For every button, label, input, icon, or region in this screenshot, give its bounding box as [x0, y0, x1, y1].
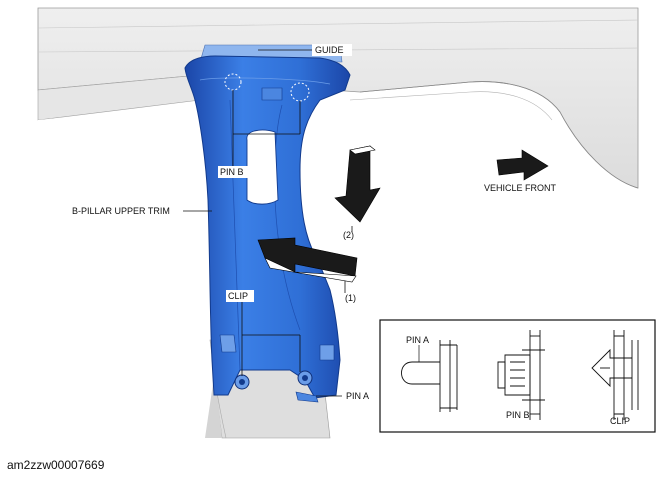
- detail-label-pin-b: PIN B: [506, 410, 530, 420]
- label-b-pillar-upper-trim: B-PILLAR UPPER TRIM: [72, 206, 170, 216]
- label-vehicle-front: VEHICLE FRONT: [484, 183, 557, 193]
- label-pin-b: PIN B: [218, 166, 252, 178]
- detail-inset: PIN A PIN B CLIP: [379, 319, 656, 433]
- b-pillar-upper-trim: [184, 44, 351, 403]
- arrow-icon-down: [334, 145, 381, 223]
- label-step-1: (1): [345, 293, 356, 303]
- pin-icon-b: [497, 330, 545, 420]
- detail-label-clip: CLIP: [610, 416, 630, 426]
- document-id: am2zzw00007669: [7, 458, 105, 472]
- leader-lines: [183, 49, 353, 397]
- detail-label-pin-a: PIN A: [406, 335, 429, 345]
- label-step-2: (2): [343, 230, 354, 240]
- pin-icon-a: [401, 340, 458, 412]
- arrow-icon-left: [257, 237, 358, 283]
- arrow-icon-vehicle-front: [496, 149, 549, 181]
- label-guide-text: GUIDE: [315, 45, 344, 55]
- pin-b-marker-right: [290, 82, 310, 102]
- label-pin-a: PIN A: [346, 391, 369, 401]
- label-guide: GUIDE: [312, 44, 352, 56]
- label-clip: CLIP: [226, 290, 254, 302]
- clip-icon: [591, 330, 639, 420]
- label-pin-b-text: PIN B: [220, 167, 244, 177]
- label-clip-text: CLIP: [228, 291, 248, 301]
